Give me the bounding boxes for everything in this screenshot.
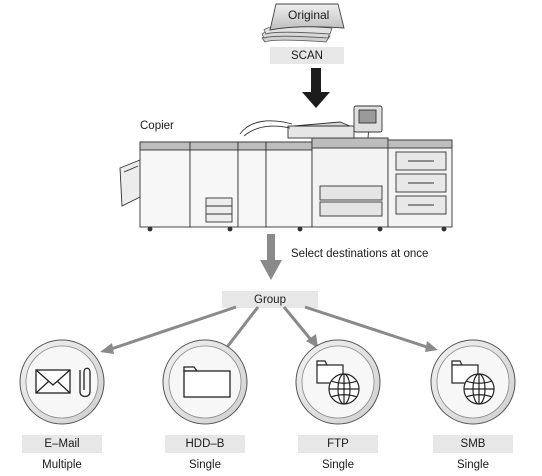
group-label-box [222, 291, 318, 308]
scan-label-box [270, 47, 344, 64]
folder-icon [183, 366, 231, 398]
copier-label: Copier [140, 120, 174, 132]
destination-ftp-name: FTP [298, 435, 378, 453]
destination-hdd-name: HDD–B [165, 435, 245, 453]
scan-label: SCAN [291, 50, 323, 62]
select-destinations-note: Select destinations at once [291, 248, 429, 260]
group-fanout-arrows [100, 305, 438, 357]
destination-email-mode: Multiple [42, 459, 82, 471]
select-down-arrow [260, 234, 282, 280]
ftp-folder-globe-icon [316, 360, 360, 405]
email-attachment-icon [35, 367, 91, 398]
destination-smb-name: SMB [433, 435, 513, 453]
copier-machine-icon [119, 105, 453, 232]
original-document-stack-icon [261, 3, 345, 43]
smb-folder-globe-icon [451, 360, 495, 405]
original-label: Original [288, 8, 330, 22]
destination-hdd-mode: Single [189, 459, 221, 471]
scan-down-arrow [302, 68, 330, 108]
destination-ftp-mode: Single [322, 459, 354, 471]
destination-smb-mode: Single [457, 459, 489, 471]
group-label: Group [254, 294, 286, 306]
destination-email-name: E–Mail [22, 435, 102, 453]
